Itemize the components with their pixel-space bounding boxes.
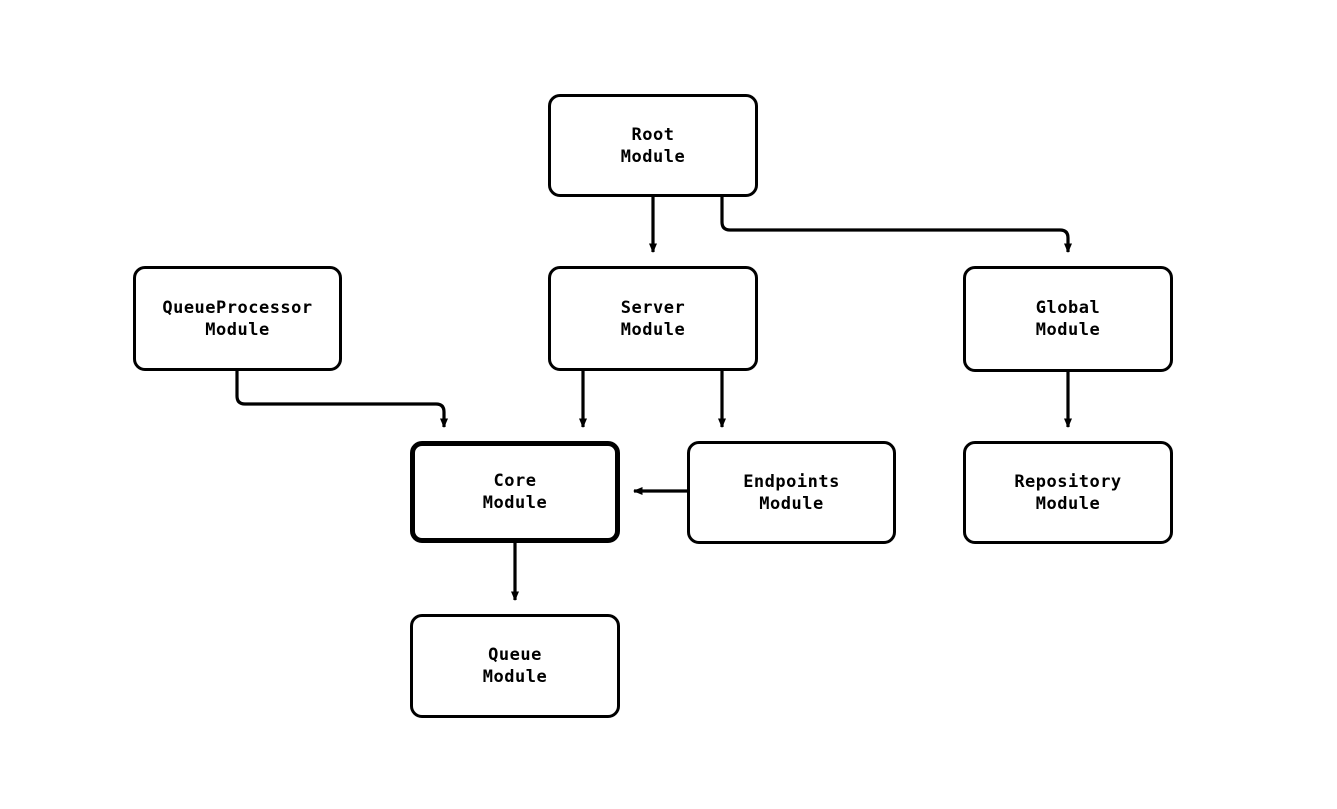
node-label-line1: Repository xyxy=(1014,471,1122,492)
node-label-line2: Module xyxy=(620,146,686,167)
edge-queueprocessor-core xyxy=(235,371,448,428)
node-label-line1: Root xyxy=(631,124,675,145)
node-label-line1: Endpoints xyxy=(743,471,840,492)
node-label-line2: Module xyxy=(482,667,548,687)
node-label-line1: QueueProcessor xyxy=(162,297,313,318)
node-label-line2: Module xyxy=(1035,493,1101,514)
node-label-line1: Server xyxy=(620,297,686,318)
node-label-line2: Module xyxy=(205,319,270,340)
node-label-line2: Module xyxy=(759,493,824,514)
node-label-line1: Core xyxy=(493,471,537,491)
node-label-line2: Module xyxy=(482,493,548,513)
node-label-line1: Global xyxy=(1035,298,1101,318)
edge-root-global xyxy=(720,197,1072,253)
node-label-line2: Module xyxy=(620,319,686,340)
node-label-line1: Queue xyxy=(488,645,542,665)
node-label-line2: Module xyxy=(1035,320,1101,340)
